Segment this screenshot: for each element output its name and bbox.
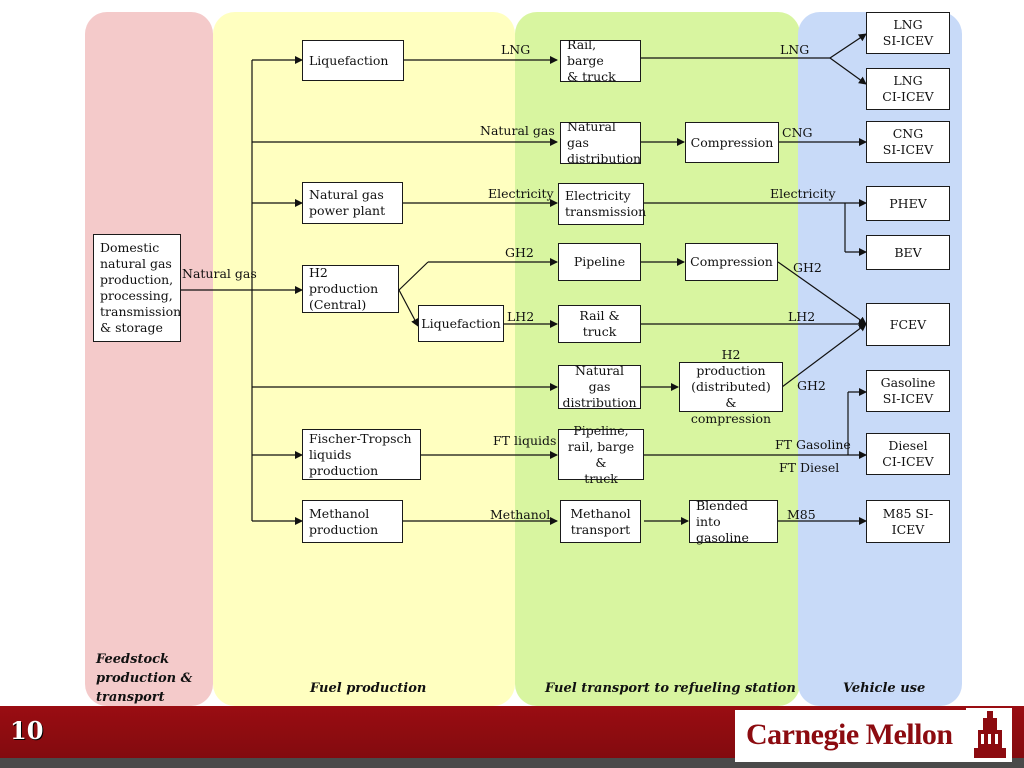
label-lng-1: LNG xyxy=(501,42,531,57)
rail-truck-box: Rail & truck xyxy=(558,305,641,343)
m85-si-icev-box: M85 SI- ICEV xyxy=(866,500,950,543)
label-lh2-1: LH2 xyxy=(507,309,535,324)
label-electricity-1: Electricity xyxy=(488,186,554,201)
footer-shadow xyxy=(0,758,1024,768)
compression-gh2-box: Compression xyxy=(685,243,778,281)
electricity-transmission-box: Electricity transmission xyxy=(558,183,646,225)
page-number: 10 xyxy=(10,716,44,745)
methanol-production-box: Methanol production xyxy=(302,500,403,543)
fischer-tropsch-box: Fischer-Tropsch liquids production xyxy=(302,429,421,480)
label-ft-liquids: FT liquids xyxy=(493,433,557,448)
label-m85: M85 xyxy=(787,507,816,522)
blended-into-gasoline-box: Blended into gasoline xyxy=(689,498,778,545)
rail-barge-truck-box: Rail, barge & truck xyxy=(560,37,641,84)
compression-cng-box: Compression xyxy=(685,122,779,163)
label-gh2-1: GH2 xyxy=(505,245,534,260)
pipeline-rail-barge-truck-box: Pipeline, rail, barge & truck xyxy=(558,423,644,486)
label-ft-diesel: FT Diesel xyxy=(779,460,840,475)
fuel-production-band xyxy=(213,12,515,706)
phev-box: PHEV xyxy=(866,186,950,221)
label-ft-gasoline: FT Gasoline xyxy=(775,437,851,452)
logo-panel xyxy=(735,710,1012,762)
stage-label-feedstock: Feedstock production & transport xyxy=(96,652,193,705)
h2-production-central-box: H2 production (Central) xyxy=(302,265,399,313)
label-natural-gas-2: Natural gas xyxy=(480,123,555,138)
fcev-box: FCEV xyxy=(866,303,950,346)
label-lng-2: LNG xyxy=(780,42,810,57)
label-cng: CNG xyxy=(782,125,813,140)
university-seal-icon xyxy=(966,708,1012,762)
label-lh2-2: LH2 xyxy=(788,309,816,324)
label-gh2-3: GH2 xyxy=(797,378,826,393)
label-natural-gas-main: Natural gas xyxy=(182,266,257,281)
pipeline-box: Pipeline xyxy=(558,243,641,281)
stage-label-fuel-production: Fuel production xyxy=(310,681,427,696)
cng-si-icev-box: CNG SI-ICEV xyxy=(866,121,950,163)
domestic-natural-gas-box: Domestic natural gas production, process… xyxy=(93,234,181,342)
bev-box: BEV xyxy=(866,235,950,270)
lng-si-icev-box: LNG SI-ICEV xyxy=(866,12,950,54)
liquefaction-lh2-box: Liquefaction xyxy=(418,305,504,342)
gasoline-si-icev-box: Gasoline SI-ICEV xyxy=(866,370,950,412)
liquefaction-box: Liquefaction xyxy=(302,40,404,81)
feedstock-band xyxy=(85,12,213,706)
stage-label-fuel-transport: Fuel transport to refueling station xyxy=(545,681,796,696)
carnegie-mellon-logo: Carnegie Mellon xyxy=(746,718,953,751)
natural-gas-distribution-h2-box: Natural gas distribution xyxy=(558,363,641,410)
stage-label-vehicle-use: Vehicle use xyxy=(843,681,926,696)
label-gh2-2: GH2 xyxy=(793,260,822,275)
label-electricity-2: Electricity xyxy=(770,186,836,201)
lng-ci-icev-box: LNG CI-ICEV xyxy=(866,68,950,110)
natural-gas-power-plant-box: Natural gas power plant xyxy=(302,182,403,224)
natural-gas-distribution-box: Natural gas distribution xyxy=(560,119,641,166)
diesel-ci-icev-box: Diesel CI-ICEV xyxy=(866,433,950,475)
methanol-transport-box: Methanol transport xyxy=(560,500,641,543)
h2-distributed-box: H2 production (distributed) & compressio… xyxy=(679,347,783,426)
label-methanol: Methanol xyxy=(490,507,551,522)
